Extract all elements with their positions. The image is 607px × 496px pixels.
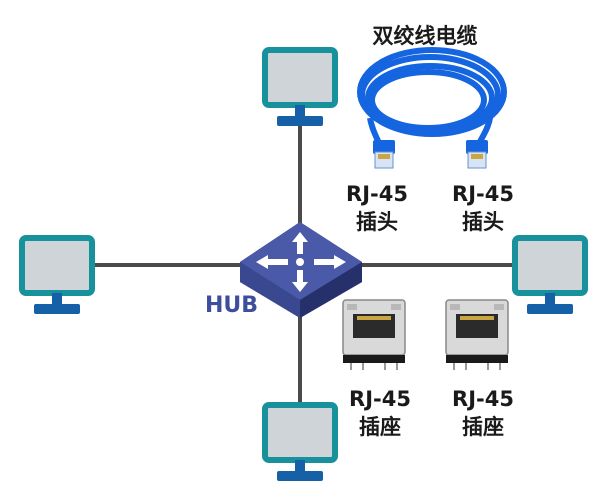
plug-left-kind: 插头 xyxy=(356,210,398,234)
jack-right-kind: 插座 xyxy=(462,415,504,439)
computer-icon-right xyxy=(512,235,588,314)
plug-right-kind: 插头 xyxy=(462,210,504,234)
twisted-pair-cable-image xyxy=(357,47,507,152)
jack-left-model: RJ-45 xyxy=(349,387,411,411)
hub-label: HUB xyxy=(205,293,259,318)
rj45-plug-right-image xyxy=(466,140,488,169)
jack-left-label: RJ-45 插座 xyxy=(335,385,425,441)
computer-icon-left xyxy=(19,235,95,314)
cable-title: 双绞线电缆 xyxy=(372,24,478,48)
plug-right-label: RJ-45 插头 xyxy=(438,180,528,236)
computer-icon-top xyxy=(262,47,338,126)
plug-left-model: RJ-45 xyxy=(346,182,408,206)
rj45-jack-right-image xyxy=(445,299,509,370)
jack-right-label: RJ-45 插座 xyxy=(438,385,528,441)
rj45-jack-left-image xyxy=(342,299,406,370)
jack-right-model: RJ-45 xyxy=(452,387,514,411)
rj45-plug-left-image xyxy=(373,140,395,169)
plug-right-model: RJ-45 xyxy=(452,182,514,206)
plug-left-label: RJ-45 插头 xyxy=(332,180,422,236)
computer-icon-bottom xyxy=(262,402,338,481)
hub-icon xyxy=(240,222,362,318)
jack-left-kind: 插座 xyxy=(359,415,401,439)
